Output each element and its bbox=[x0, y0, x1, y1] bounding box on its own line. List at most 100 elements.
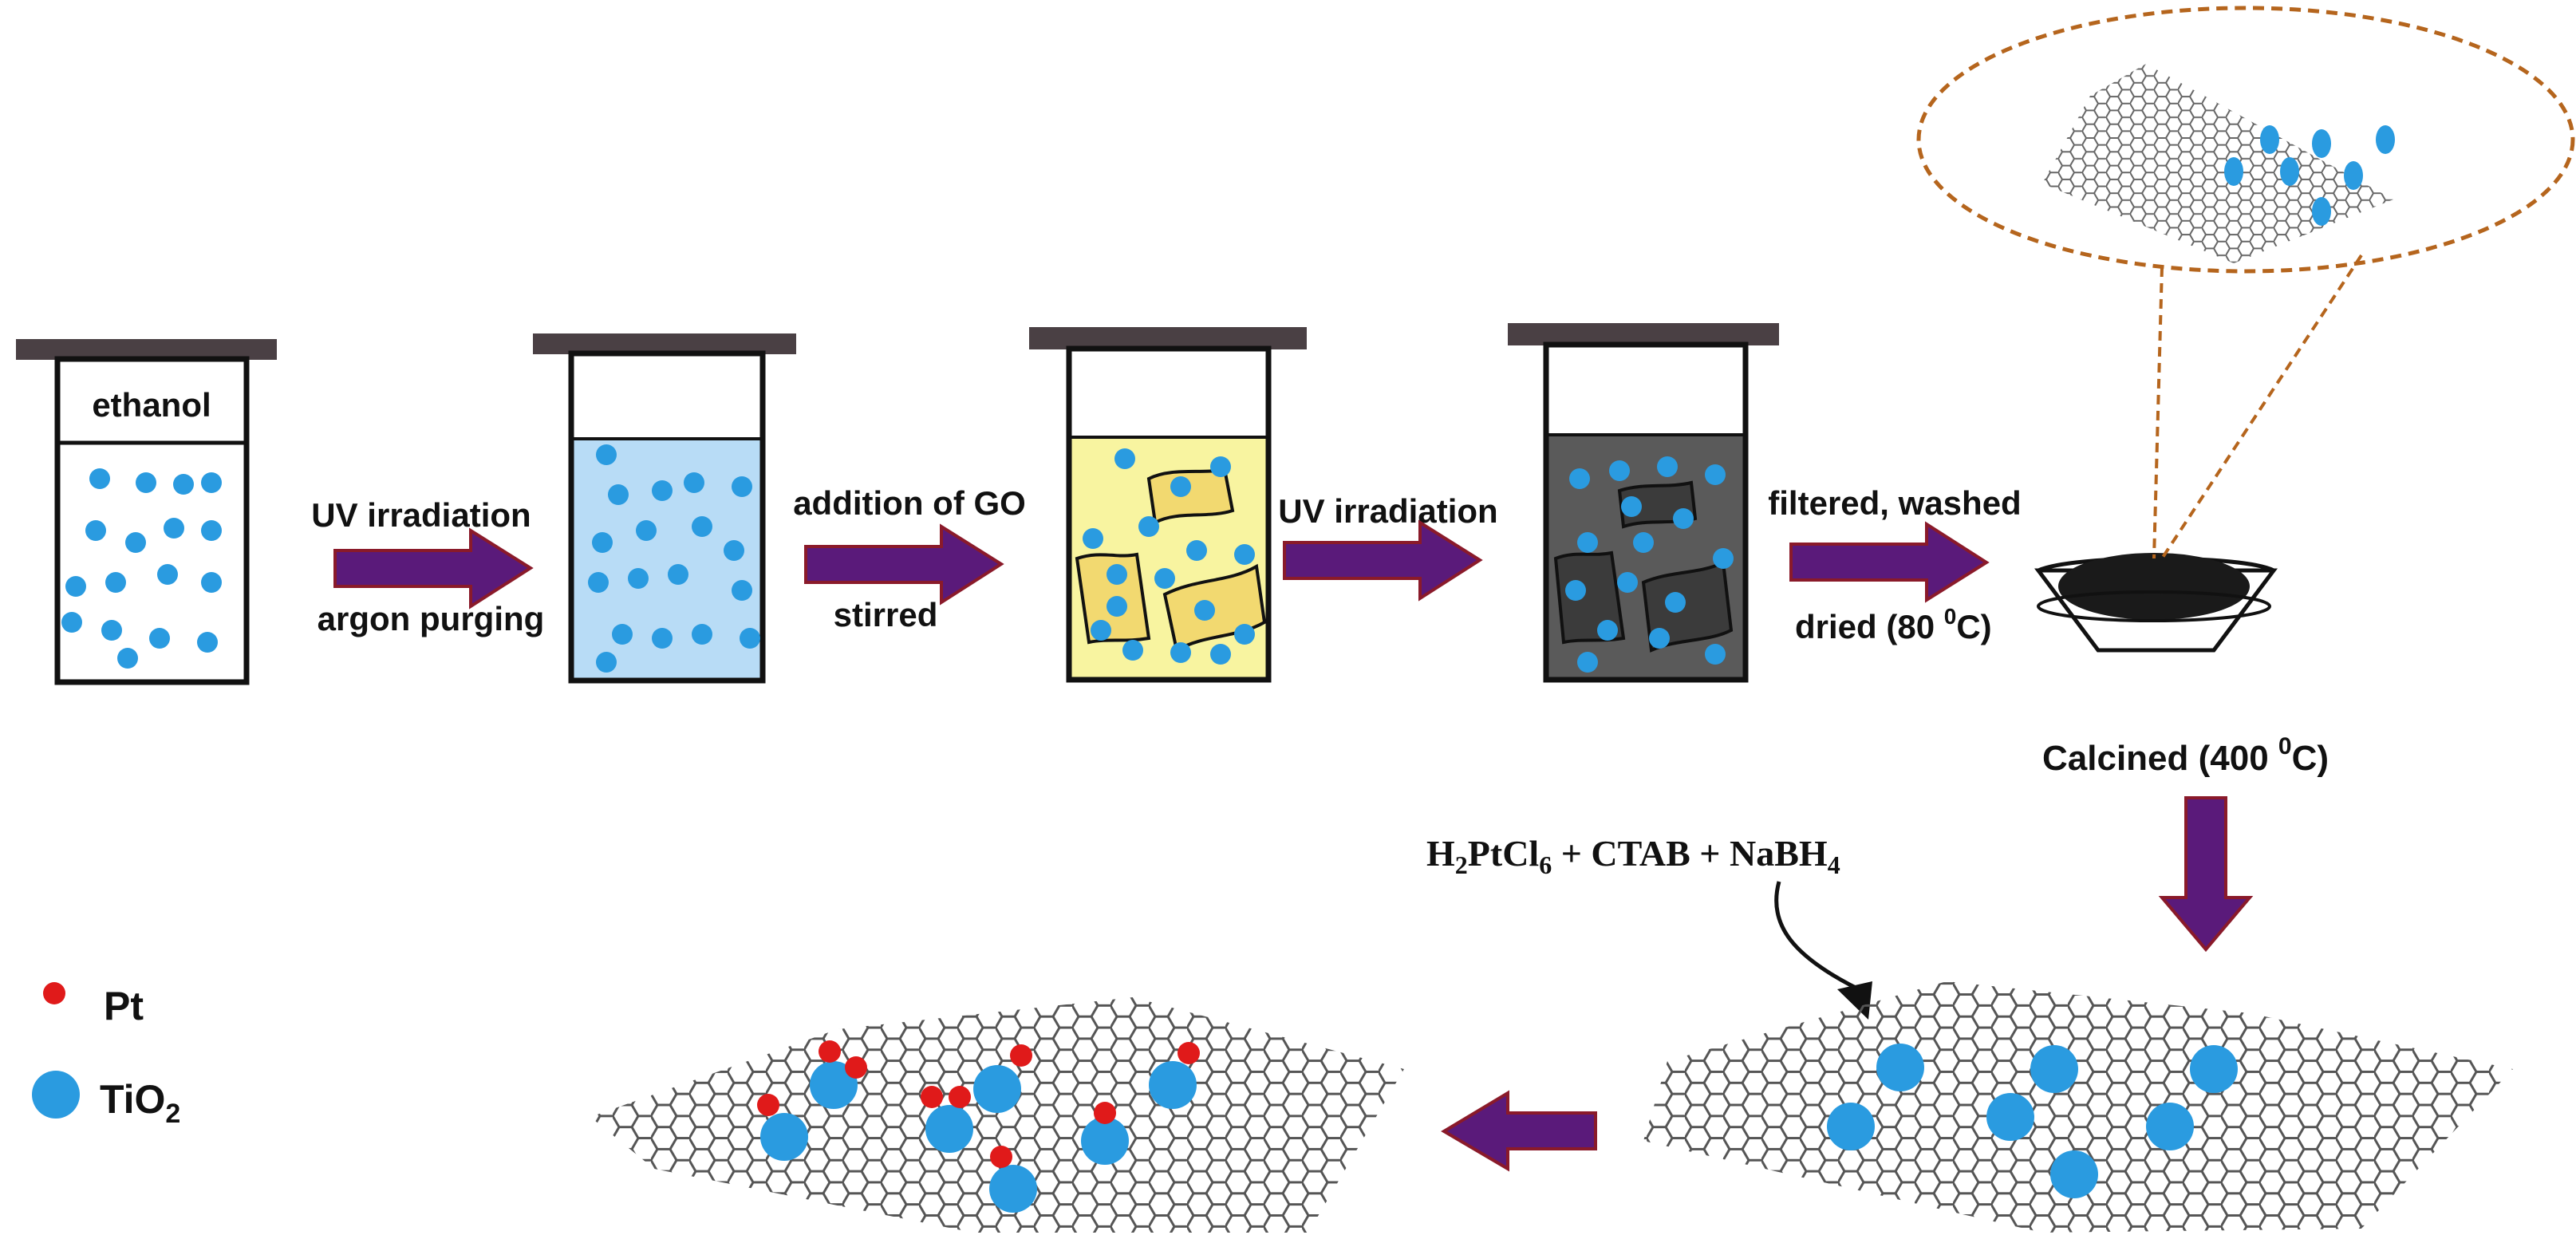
tio2-particle bbox=[1194, 600, 1215, 621]
legend-tio2-marker bbox=[32, 1071, 80, 1119]
ethanol-label: ethanol bbox=[92, 386, 211, 424]
tio2-particle bbox=[105, 572, 126, 593]
tio2-particle bbox=[612, 624, 633, 645]
tio2-particles-2 bbox=[588, 444, 760, 673]
tio2-particle bbox=[2280, 157, 2299, 186]
pt-particles-final bbox=[757, 1040, 1200, 1168]
process-arrow-3: UV irradiation bbox=[1278, 492, 1498, 602]
tio2-particle bbox=[1081, 1117, 1129, 1165]
tio2-particle bbox=[125, 532, 146, 553]
tio2-particle bbox=[1083, 528, 1103, 549]
beaker-tio2-solution bbox=[533, 333, 796, 684]
tio2-particle bbox=[1986, 1093, 2034, 1141]
tio2-particle bbox=[65, 576, 86, 597]
pt-particle bbox=[1010, 1044, 1032, 1067]
step3-top-label: UV irradiation bbox=[1278, 492, 1497, 530]
step2-top-label: addition of GO bbox=[793, 484, 1026, 522]
tio2-particle bbox=[2376, 125, 2395, 154]
tio2-particle bbox=[1609, 460, 1630, 481]
tio2-particle bbox=[61, 612, 82, 633]
tio2-particle bbox=[732, 580, 752, 601]
tio2-particle bbox=[1705, 644, 1726, 665]
tio2-particle bbox=[201, 572, 222, 593]
tio2-particle bbox=[1633, 532, 1654, 553]
process-arrow-1: UV irradiation argon purging bbox=[311, 496, 544, 637]
tio2-particle bbox=[149, 628, 170, 649]
tio2-particle bbox=[592, 532, 613, 553]
step1-top-label: UV irradiation bbox=[311, 496, 531, 534]
pt-particle bbox=[921, 1086, 943, 1108]
tio2-particle bbox=[1170, 476, 1191, 497]
arrow-shape bbox=[1283, 519, 1483, 602]
arrow-shape bbox=[333, 527, 534, 610]
tio2-particle bbox=[2224, 157, 2243, 186]
tio2-particle bbox=[1149, 1061, 1197, 1109]
step4-top-label: filtered, washed bbox=[1768, 484, 2021, 522]
tio2-particle bbox=[2312, 197, 2331, 226]
tio2-particle bbox=[588, 572, 609, 593]
tio2-particle bbox=[692, 516, 712, 537]
left-arrow bbox=[1441, 1090, 1597, 1172]
beaker-go-mixture bbox=[1029, 327, 1307, 683]
tio2-particle bbox=[1713, 548, 1734, 569]
tio2-particle bbox=[2260, 125, 2279, 154]
zoom-bubble bbox=[1916, 6, 2575, 560]
tio2-particle bbox=[1091, 620, 1111, 641]
tio2-particle bbox=[652, 480, 673, 501]
tio2-particle bbox=[2344, 161, 2363, 190]
tio2-particle bbox=[1649, 628, 1670, 649]
legend: Pt TiO2 bbox=[32, 982, 180, 1129]
down-arrow bbox=[2158, 796, 2254, 953]
pt-particle bbox=[949, 1086, 971, 1108]
tio2-particle bbox=[1876, 1044, 1924, 1091]
tio2-particle bbox=[1569, 468, 1590, 489]
tio2-particles-4 bbox=[1565, 456, 1734, 673]
process-arrow-2: addition of GO stirred bbox=[793, 484, 1026, 633]
tio2-particle bbox=[724, 540, 744, 561]
tio2-particles-zoom bbox=[2224, 125, 2395, 226]
tio2-particle bbox=[1577, 532, 1598, 553]
tio2-particle bbox=[164, 518, 184, 539]
tio2-particle bbox=[197, 632, 218, 653]
tio2-particles-1 bbox=[61, 468, 222, 669]
tio2-particle bbox=[1565, 580, 1586, 601]
tio2-particle bbox=[1705, 464, 1726, 485]
tio2-particle bbox=[1186, 540, 1207, 561]
tio2-particle bbox=[740, 628, 760, 649]
pt-particle bbox=[1178, 1042, 1200, 1064]
tio2-particle bbox=[101, 620, 122, 641]
tio2-particle bbox=[1114, 448, 1135, 469]
tio2-particle bbox=[1154, 568, 1175, 589]
drying-dish bbox=[2034, 553, 2278, 653]
tio2-particle bbox=[1170, 642, 1191, 663]
tio2-particle bbox=[2030, 1045, 2078, 1093]
tio2-particle bbox=[596, 444, 617, 465]
beaker-body bbox=[54, 356, 250, 685]
tio2-particle bbox=[652, 628, 673, 649]
tio2-particle bbox=[1665, 592, 1686, 613]
step4-bottom-label: dried (80 0C) bbox=[1795, 604, 1992, 645]
tio2-particle bbox=[668, 564, 688, 585]
legend-tio2-label: TiO2 bbox=[100, 1077, 180, 1129]
tio2-particle bbox=[1617, 572, 1638, 593]
tio2-particle bbox=[760, 1113, 808, 1161]
pt-tio2-rgo-sheet bbox=[590, 997, 1404, 1233]
tio2-particle bbox=[136, 472, 156, 493]
tio2-particle bbox=[85, 520, 106, 541]
tio2-particle bbox=[1107, 596, 1127, 617]
beaker-reduced-mixture bbox=[1508, 323, 1779, 683]
tio2-particle bbox=[1210, 456, 1231, 477]
tio2-particle bbox=[2190, 1045, 2238, 1093]
tio2-particle bbox=[1657, 456, 1678, 477]
pt-particle bbox=[990, 1146, 1012, 1168]
tio2-particle bbox=[608, 484, 629, 505]
arrow-shape bbox=[1789, 521, 1990, 603]
tio2-particle bbox=[1107, 564, 1127, 585]
legend-pt-marker bbox=[43, 982, 65, 1004]
beaker-ethanol: ethanol bbox=[16, 339, 277, 685]
tio2-particle bbox=[973, 1065, 1021, 1113]
legend-pt-label: Pt bbox=[104, 984, 144, 1028]
tio2-particle bbox=[2050, 1150, 2098, 1198]
tio2-particle bbox=[89, 468, 110, 489]
